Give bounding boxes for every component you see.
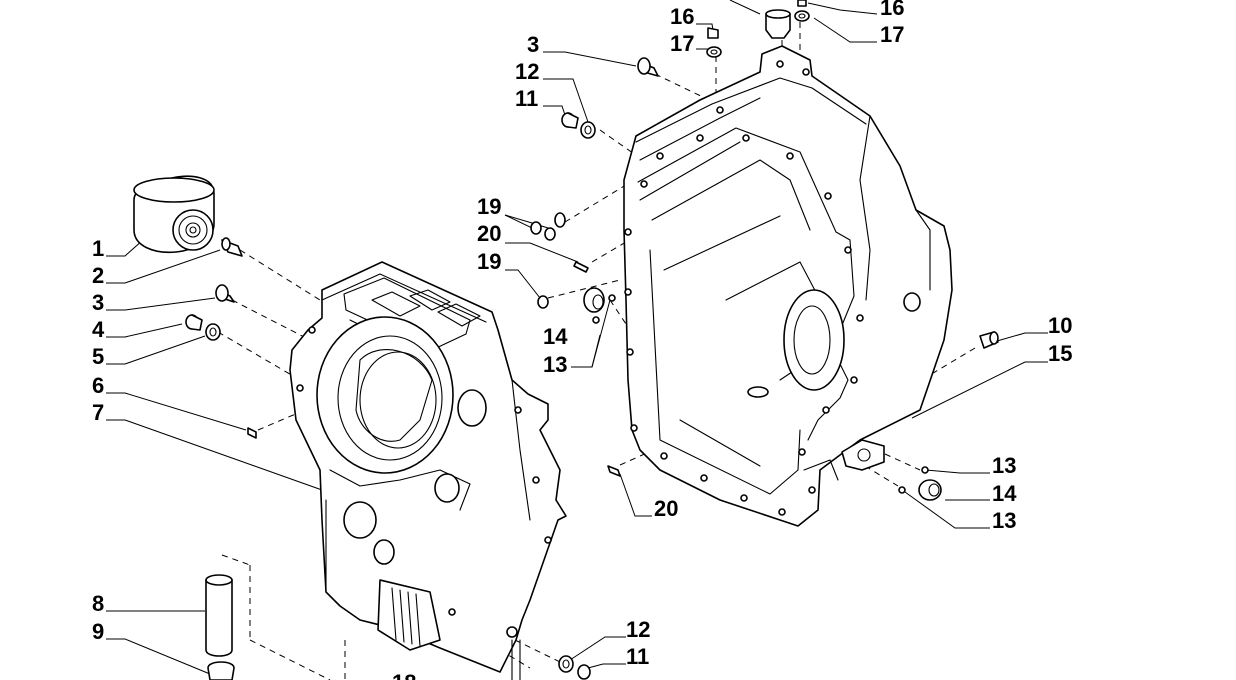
sleeve — [205, 574, 233, 657]
callout-5: 5 — [92, 344, 104, 369]
callout-11-top: 11 — [515, 86, 538, 111]
washer-left — [205, 323, 221, 341]
callout-7: 7 — [92, 400, 104, 425]
callout-20-upper: 20 — [477, 221, 501, 246]
callout-18: 18 — [392, 670, 416, 680]
callout-10: 10 — [1048, 313, 1072, 338]
callout-6: 6 — [92, 373, 104, 398]
callout-2: 2 — [92, 263, 104, 288]
callout-19-upper: 19 — [477, 194, 501, 219]
callout-9: 9 — [92, 619, 104, 644]
leader-lines — [106, 0, 1048, 675]
main-housing — [623, 45, 953, 527]
callout-4: 4 — [92, 317, 105, 342]
callout-labels: 1 2 3 4 5 6 7 8 9 3 12 11 16 17 16 17 19… — [92, 0, 1072, 680]
callout-3-top: 3 — [527, 32, 539, 57]
dowel-left — [247, 427, 257, 439]
callout-17-left: 17 — [670, 31, 694, 56]
callout-19-lower: 19 — [477, 249, 501, 274]
callout-13-right-upper: 13 — [992, 453, 1016, 478]
plug-left — [215, 284, 235, 303]
callout-20-lower: 20 — [654, 496, 678, 521]
small-parts — [530, 0, 999, 680]
filter-nipple — [221, 237, 243, 257]
callout-11-bottom: 11 — [626, 644, 649, 669]
callout-12-bottom: 12 — [626, 617, 650, 642]
callout-3: 3 — [92, 290, 104, 315]
callout-16-left: 16 — [670, 4, 694, 29]
callout-14-center: 14 — [543, 324, 568, 349]
callout-15: 15 — [1048, 341, 1072, 366]
plug-bottom — [207, 661, 235, 680]
callout-8: 8 — [92, 591, 104, 616]
screw-plug-left — [185, 314, 203, 331]
callout-17-right: 17 — [880, 22, 904, 47]
callout-14-right: 14 — [992, 481, 1017, 506]
callout-16-right: 16 — [880, 0, 904, 20]
callout-13-center: 13 — [543, 352, 567, 377]
callout-1: 1 — [92, 236, 104, 261]
callout-12-top: 12 — [515, 59, 539, 84]
callout-13-right-lower: 13 — [992, 508, 1016, 533]
front-housing — [289, 261, 567, 680]
oil-filter — [133, 175, 215, 254]
